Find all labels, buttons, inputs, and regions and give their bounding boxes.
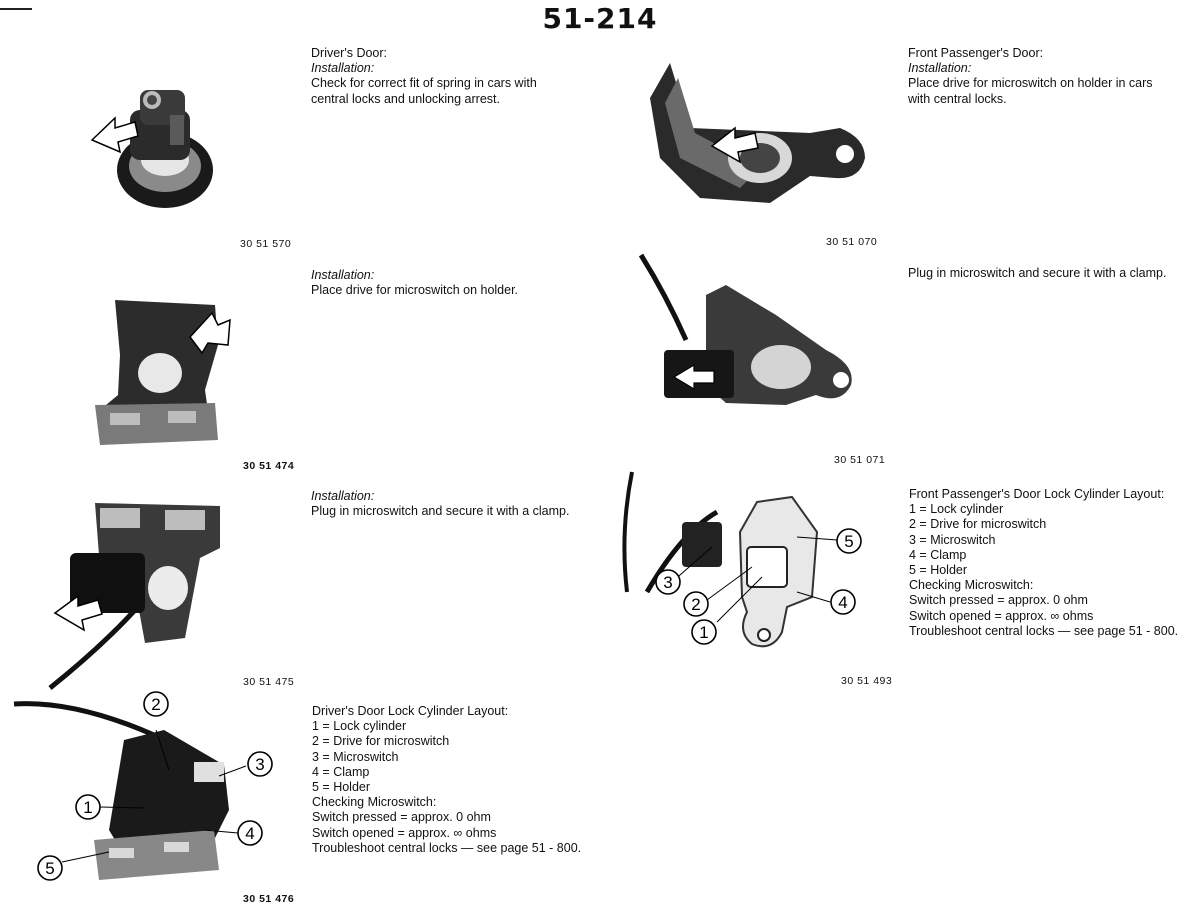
section-heading: Front Passenger's Door Lock Cylinder Lay… xyxy=(909,487,1165,501)
legend-line: 3 = Microswitch xyxy=(312,749,399,764)
driver-plug-photo xyxy=(48,503,220,690)
lock-cylinder-photo xyxy=(90,90,213,208)
callout-4: 4 xyxy=(237,820,263,846)
svg-text:3: 3 xyxy=(255,755,264,774)
section-heading: Driver's Door: xyxy=(311,46,388,60)
svg-text:4: 4 xyxy=(245,824,254,843)
svg-text:2: 2 xyxy=(151,695,160,714)
figure-number: 30 51 475 xyxy=(243,676,295,688)
driver-layout-text: Driver's Door Lock Cylinder Layout: 1 = … xyxy=(312,704,581,856)
callout-5: 5 xyxy=(37,855,63,881)
legend-line: 5 = Holder xyxy=(312,780,371,795)
svg-text:2: 2 xyxy=(691,595,700,614)
page-number: 51-214 xyxy=(542,2,658,35)
instruction-line: Place drive for microswitch on holder in… xyxy=(908,76,1153,91)
legend-line: Switch opened = approx. ∞ ohms xyxy=(312,825,497,840)
legend-line: Troubleshoot central locks — see page 51… xyxy=(909,623,1179,638)
driver-plug-text: Installation: Plug in microswitch and se… xyxy=(311,489,569,519)
figure-number: 30 51 071 xyxy=(834,454,886,466)
section-subheading: Installation: xyxy=(908,61,972,76)
callout-4: 4 xyxy=(830,589,856,615)
callout-3: 3 xyxy=(655,569,681,595)
section-subheading: Installation: xyxy=(311,268,375,282)
figure-number: 30 51 476 xyxy=(243,893,295,905)
legend-line: 2 = Drive for microswitch xyxy=(909,517,1047,532)
passenger-layout-text: Front Passenger's Door Lock Cylinder Lay… xyxy=(909,487,1178,639)
svg-text:5: 5 xyxy=(45,859,54,878)
callout-2: 2 xyxy=(143,691,169,717)
driver-layout-photo: 1 2 3 4 5 xyxy=(13,691,273,881)
figure-number: 30 51 493 xyxy=(841,675,893,687)
legend-line: Checking Microswitch: xyxy=(909,578,1034,593)
front-passenger-door-text: Front Passenger's Door: Installation: Pl… xyxy=(908,46,1153,107)
legend-line: 3 = Microswitch xyxy=(909,532,996,547)
passenger-plug-text: Plug in microswitch and secure it with a… xyxy=(908,266,1166,281)
svg-text:1: 1 xyxy=(83,798,92,817)
section-heading: Front Passenger's Door: xyxy=(908,46,1044,60)
legend-line: 1 = Lock cylinder xyxy=(312,719,407,734)
figure-number: 30 51 070 xyxy=(826,236,878,248)
legend-line: 4 = Clamp xyxy=(312,764,370,779)
legend-line: Switch opened = approx. ∞ ohms xyxy=(909,608,1094,623)
instruction-line: with central locks. xyxy=(908,91,1007,106)
svg-text:5: 5 xyxy=(844,532,853,551)
passenger-layout-photo: 1 2 3 4 5 xyxy=(622,471,862,648)
instruction-line: Check for correct fit of spring in cars … xyxy=(311,76,537,91)
legend-line: Switch pressed = approx. 0 ohm xyxy=(312,810,491,825)
legend-line: 5 = Holder xyxy=(909,563,968,578)
driver-door-text: Driver's Door: Installation: Check for c… xyxy=(311,46,537,107)
holder-installation-photo xyxy=(95,300,231,445)
callout-1: 1 xyxy=(75,794,101,820)
passenger-holder-photo xyxy=(650,63,865,203)
svg-text:1: 1 xyxy=(699,623,708,642)
section-subheading: Installation: xyxy=(311,489,375,503)
instruction-line: Plug in microswitch and secure it with a… xyxy=(311,504,570,519)
instruction-line: Place drive for microswitch on holder. xyxy=(311,283,519,298)
callout-3: 3 xyxy=(247,751,273,777)
instruction-line: Plug in microswitch and secure it with a… xyxy=(908,266,1167,280)
svg-text:3: 3 xyxy=(663,573,672,592)
figure-number: 30 51 474 xyxy=(243,460,295,472)
figure-number: 30 51 570 xyxy=(240,238,292,250)
svg-text:4: 4 xyxy=(838,593,847,612)
legend-line: Troubleshoot central locks — see page 51… xyxy=(312,840,582,855)
holder-installation-text: Installation: Place drive for microswitc… xyxy=(311,268,518,298)
legend-line: Checking Microswitch: xyxy=(312,795,437,810)
section-heading: Driver's Door Lock Cylinder Layout: xyxy=(312,704,509,718)
callout-5: 5 xyxy=(836,528,862,554)
legend-line: 4 = Clamp xyxy=(909,547,967,562)
legend-line: 1 = Lock cylinder xyxy=(909,502,1004,517)
section-subheading: Installation: xyxy=(311,61,375,76)
instruction-line: central locks and unlocking arrest. xyxy=(311,91,500,106)
legend-line: 2 = Drive for microswitch xyxy=(312,734,450,749)
legend-line: Switch pressed = approx. 0 ohm xyxy=(909,593,1088,608)
passenger-plug-photo xyxy=(638,253,852,405)
top-rule xyxy=(0,8,32,10)
callout-2: 2 xyxy=(683,591,709,617)
callout-1: 1 xyxy=(691,619,717,645)
